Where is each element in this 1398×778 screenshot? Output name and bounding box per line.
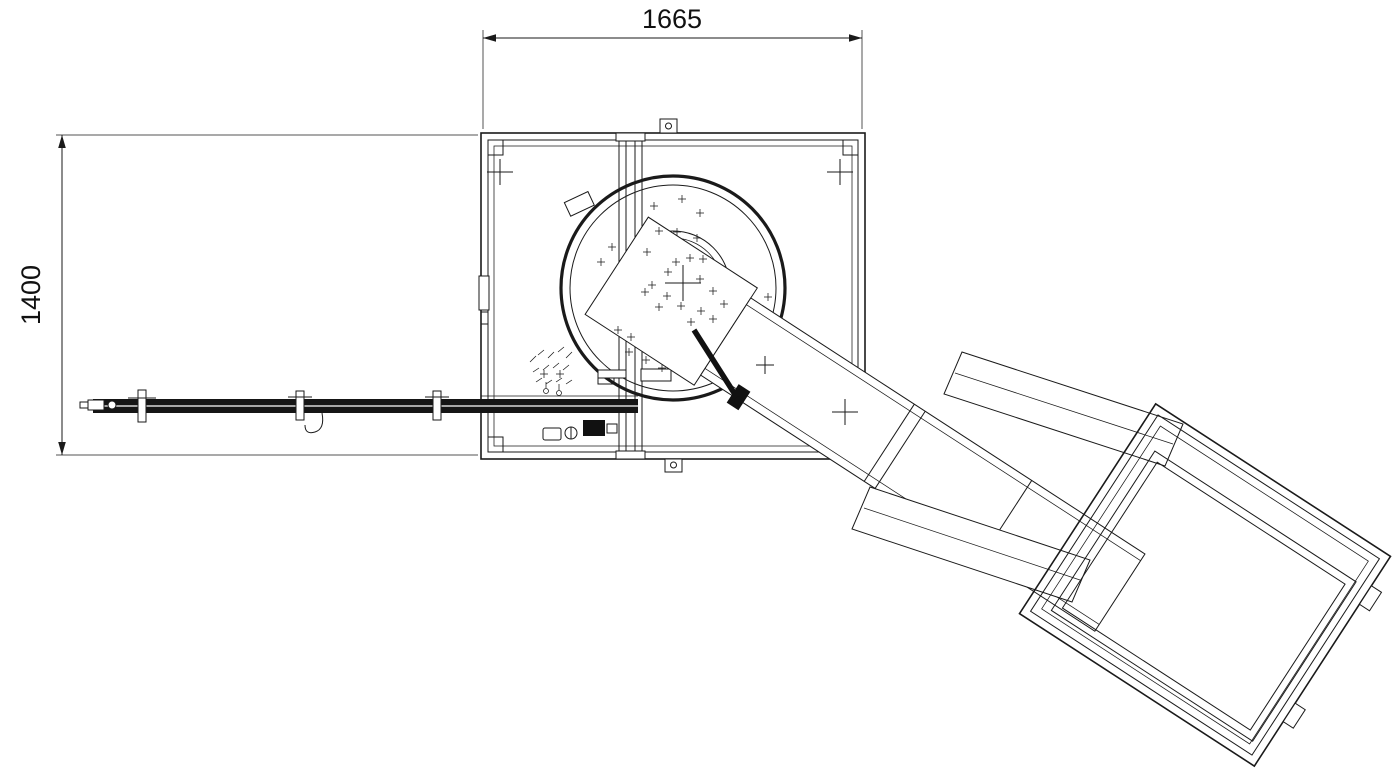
hopper-opening — [1050, 450, 1357, 742]
cross-markers — [487, 159, 858, 425]
bowl-side-bracket — [597, 369, 627, 379]
hopper-latch — [1358, 585, 1383, 612]
frame-left-fitting — [478, 275, 490, 311]
lower-guard-plate — [851, 486, 1091, 603]
dim-arrow-bottom — [58, 442, 66, 455]
bowl-side-bracket-2 — [597, 377, 615, 385]
rail-end-clevis — [79, 399, 117, 411]
frame-left-fitting-small — [480, 311, 489, 325]
height-dimension-label: 1400 — [16, 265, 46, 325]
part-scatter-marks — [529, 346, 573, 396]
left-height-dimension: 1400 — [16, 134, 478, 456]
frame-corner — [487, 436, 504, 453]
top-width-dimension: 1665 — [482, 4, 863, 129]
dim-arrow-right — [849, 34, 862, 42]
frame-corner — [842, 139, 859, 156]
bowl-tab — [563, 190, 595, 217]
hopper-latch — [1282, 702, 1306, 729]
dim-arrow-left — [483, 34, 496, 42]
hopper — [1018, 402, 1392, 768]
hopper-inner-door — [1061, 461, 1346, 731]
width-dimension-label: 1665 — [642, 4, 702, 34]
bowl-bottom-bracket — [640, 368, 672, 382]
linear-conveyor-rail — [79, 389, 638, 441]
frame-corner — [487, 139, 504, 156]
rail-clamp — [128, 389, 156, 423]
lever-arm — [691, 328, 751, 411]
rail-drive-parts — [542, 420, 618, 441]
frame-bottom-tab — [664, 458, 683, 473]
rail-clamp — [425, 390, 449, 421]
dim-arrow-top — [58, 135, 66, 148]
rail-hook — [304, 412, 324, 434]
frame-top-tab — [659, 118, 678, 134]
rail-clamp — [288, 390, 312, 421]
machine-frame — [478, 118, 866, 473]
